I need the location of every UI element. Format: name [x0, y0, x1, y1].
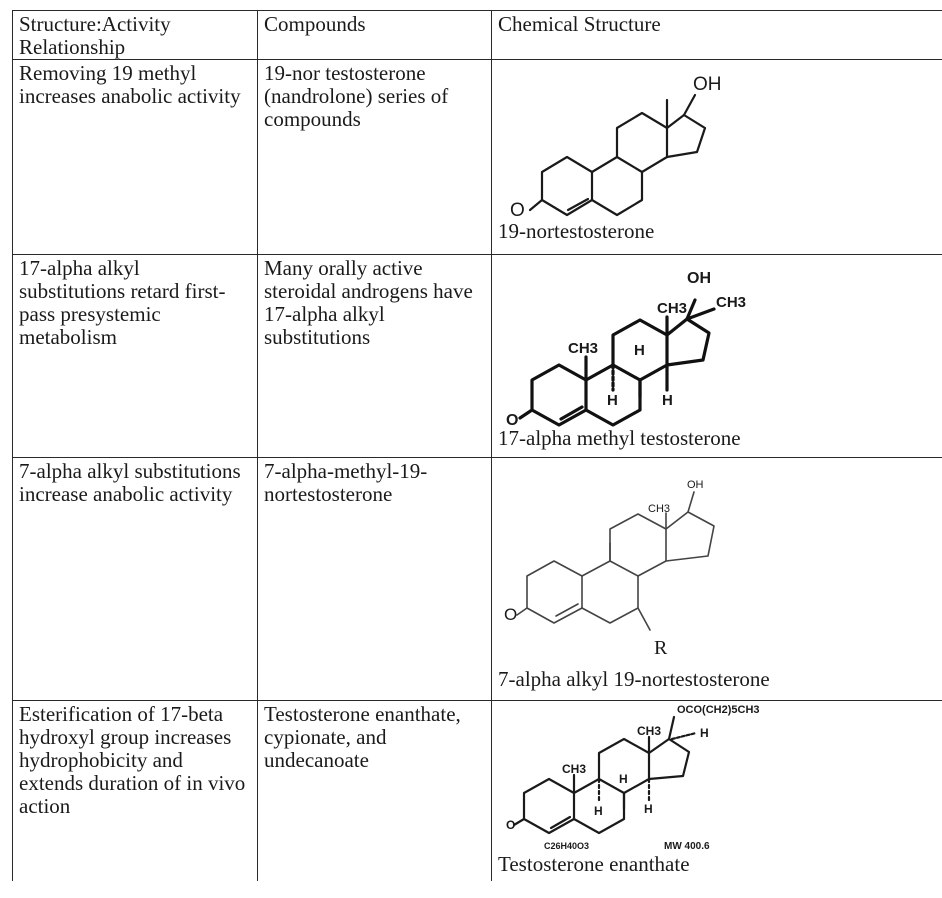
- alkyl-nortestosterone-structure: O OH CH3 R: [504, 479, 715, 659]
- sar-table: Structure:Activity Relationship Compound…: [12, 10, 942, 881]
- nortestosterone-structure: O OH: [510, 74, 722, 221]
- header-relationship: Structure:Activity Relationship: [12, 10, 258, 60]
- structure-cell: O OH CH3 CH3 CH3 H H H 17-alpha methyl t…: [491, 254, 942, 458]
- relationship-cell: Removing 19 methyl increases anabolic ac…: [12, 59, 258, 255]
- r-group-label: R: [654, 637, 668, 659]
- methyl-label: CH3: [657, 300, 687, 317]
- hydrogen-label: H: [700, 726, 709, 740]
- structure-cell: O OH 19-nortestosterone: [491, 59, 942, 255]
- header-structure: Chemical Structure: [491, 10, 942, 60]
- relationship-cell: 17-alpha alkyl substitutions retard firs…: [12, 254, 258, 458]
- structure-cell: O OH CH3 R 7-alpha alkyl 19-nortestoster…: [491, 457, 942, 701]
- header-compounds: Compounds: [257, 10, 492, 60]
- methyl-label: CH3: [648, 503, 670, 515]
- table-row: Removing 19 methyl increases anabolic ac…: [12, 59, 942, 255]
- compounds-cell: Many orally active steroidal androgens h…: [257, 254, 492, 458]
- structure-caption: 19-nortestosterone: [498, 219, 655, 243]
- hydroxyl-label: OH: [693, 74, 722, 95]
- relationship-cell: Esterification of 17-beta hydroxyl group…: [12, 700, 258, 881]
- methyl-label: CH3: [716, 294, 746, 311]
- structure-caption: 7-alpha alkyl 19-nortestosterone: [498, 667, 770, 691]
- hydrogen-label: H: [619, 772, 628, 786]
- compounds-cell: 19-nor testosterone (nandrolone) series …: [257, 59, 492, 255]
- header-row: Structure:Activity Relationship Compound…: [12, 10, 942, 60]
- oxygen-label: O: [506, 412, 518, 429]
- steroid-skeleton: [516, 491, 715, 631]
- steroid-skeleton: [528, 93, 707, 217]
- methyl-label: CH3: [637, 724, 661, 738]
- steroid-skeleton: [518, 298, 716, 427]
- compounds-cell: 7-alpha-methyl-19-nortestosterone: [257, 457, 492, 701]
- methyl-label: CH3: [568, 340, 598, 357]
- oxygen-label: O: [504, 605, 517, 624]
- testosterone-enanthate-structure: O OCO(CH2)5CH3 CH3 CH3 H H H H C26H40O3 …: [506, 704, 760, 852]
- hydroxyl-label: OH: [687, 479, 704, 491]
- oxygen-label: O: [506, 818, 515, 832]
- hydroxyl-label: OH: [687, 270, 711, 287]
- hydrogen-label: H: [644, 802, 653, 816]
- table-row: 7-alpha alkyl substitutions increase ana…: [12, 457, 942, 701]
- relationship-cell: 7-alpha alkyl substitutions increase ana…: [12, 457, 258, 701]
- hydrogen-label: H: [607, 392, 618, 409]
- hydrogen-label: H: [594, 804, 603, 818]
- structure-caption: Testosterone enanthate: [498, 852, 690, 876]
- compounds-cell: Testosterone enanthate, cypionate, and u…: [257, 700, 492, 881]
- steroid-skeleton: [512, 715, 698, 835]
- hydrogen-label: H: [662, 392, 673, 409]
- methyl-label: CH3: [562, 762, 586, 776]
- structure-caption: 17-alpha methyl testosterone: [498, 426, 741, 450]
- methyltestosterone-structure: O OH CH3 CH3 CH3 H H H: [506, 270, 746, 429]
- ester-group-label: OCO(CH2)5CH3: [677, 704, 760, 716]
- molecular-formula-label: C26H40O3: [544, 841, 589, 851]
- oxygen-label: O: [510, 200, 525, 221]
- table-row: 17-alpha alkyl substitutions retard firs…: [12, 254, 942, 458]
- table-row: Esterification of 17-beta hydroxyl group…: [12, 700, 942, 881]
- structure-cell: O OCO(CH2)5CH3 CH3 CH3 H H H H C26H40O3 …: [491, 700, 942, 881]
- molecular-weight-label: MW 400.6: [664, 841, 710, 852]
- hydrogen-label: H: [634, 342, 645, 359]
